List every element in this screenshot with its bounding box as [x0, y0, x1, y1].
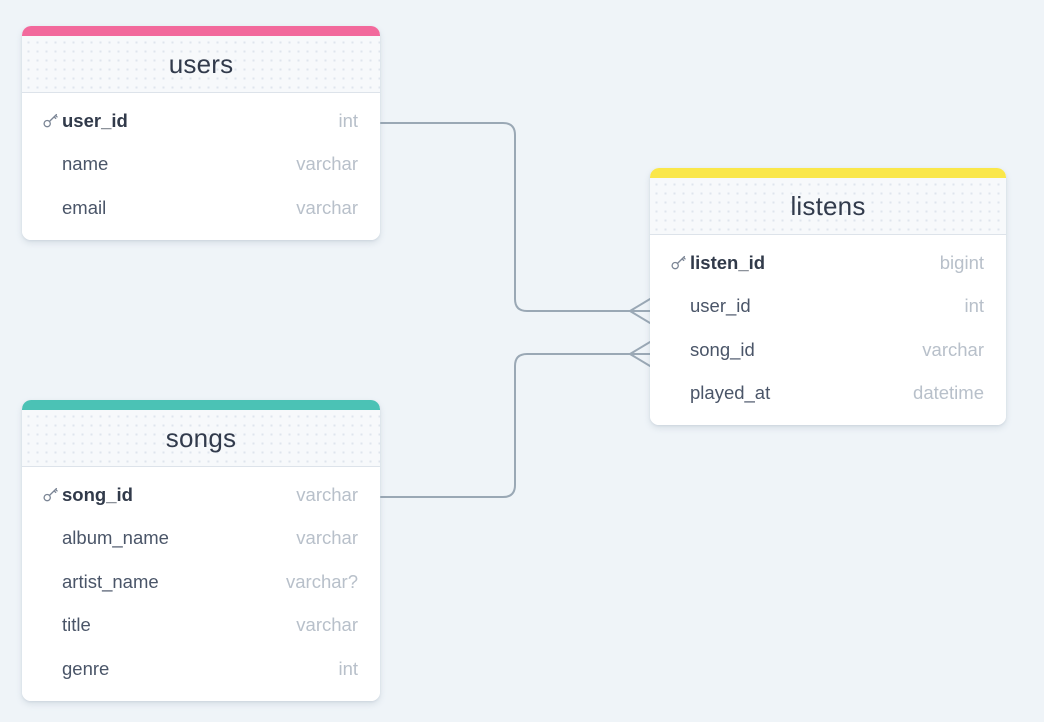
field-type: bigint — [939, 251, 984, 273]
entity-table-songs[interactable]: songs song_id varchar album_name v — [22, 400, 380, 701]
field-row[interactable]: song_id varchar — [22, 473, 380, 517]
field-name: song_id — [62, 483, 133, 505]
edge-users-listens — [380, 122, 651, 312]
field-row[interactable]: genre int — [22, 647, 380, 691]
entity-title-listens: listens — [790, 191, 866, 221]
field-name: user_id — [62, 109, 128, 131]
entity-table-listens[interactable]: listens listen_id bigint user_id i — [650, 168, 1006, 425]
field-type: varchar — [296, 614, 358, 636]
entity-accent-bar-songs — [22, 400, 380, 410]
field-type: varchar — [296, 483, 358, 505]
field-type: int — [338, 109, 358, 131]
entity-header-listens: listens — [650, 178, 1006, 235]
field-name: listen_id — [690, 251, 766, 273]
entity-title-users: users — [168, 49, 234, 79]
field-row[interactable]: user_id int — [22, 99, 380, 143]
field-row[interactable]: listen_id bigint — [650, 241, 1006, 285]
entity-header-users: users — [22, 36, 380, 93]
field-row[interactable]: email varchar — [22, 186, 380, 230]
entity-title-songs: songs — [165, 423, 237, 453]
entity-accent-bar-users — [22, 26, 380, 36]
field-name: played_at — [690, 382, 771, 404]
field-name: user_id — [690, 295, 751, 317]
field-name: name — [62, 153, 109, 175]
field-type: int — [964, 295, 984, 317]
entity-fields-users: user_id int name varchar email varchar — [22, 93, 380, 240]
field-type: datetime — [913, 382, 984, 404]
entity-table-users[interactable]: users user_id int name varchar — [22, 26, 380, 240]
primary-key-icon — [42, 112, 62, 129]
entity-fields-songs: song_id varchar album_name varchar artis… — [22, 467, 380, 701]
entity-accent-bar-listens — [650, 168, 1006, 178]
entity-fields-listens: listen_id bigint user_id int song_id var… — [650, 235, 1006, 425]
field-row[interactable]: played_at datetime — [650, 372, 1006, 416]
field-type: varchar — [296, 153, 358, 175]
field-row[interactable]: artist_name varchar? — [22, 560, 380, 604]
crowfoot-users-listens — [629, 298, 651, 324]
field-row[interactable]: album_name varchar — [22, 517, 380, 561]
field-row[interactable]: song_id varchar — [650, 328, 1006, 372]
field-row[interactable]: user_id int — [650, 285, 1006, 329]
field-name: song_id — [690, 338, 755, 360]
field-name: artist_name — [62, 570, 159, 592]
entity-header-songs: songs — [22, 410, 380, 467]
edge-songs-listens — [380, 353, 651, 498]
field-name: title — [62, 614, 91, 636]
primary-key-icon — [42, 486, 62, 503]
field-name: genre — [62, 657, 110, 679]
field-name: album_name — [62, 527, 169, 549]
field-type: int — [338, 657, 358, 679]
primary-key-icon — [670, 254, 690, 271]
field-type: varchar — [296, 527, 358, 549]
field-type: varchar? — [286, 570, 358, 592]
field-name: email — [62, 196, 107, 218]
field-type: varchar — [922, 338, 984, 360]
crowfoot-songs-listens — [629, 341, 651, 367]
field-row[interactable]: title varchar — [22, 604, 380, 648]
field-row[interactable]: name varchar — [22, 143, 380, 187]
field-type: varchar — [296, 196, 358, 218]
